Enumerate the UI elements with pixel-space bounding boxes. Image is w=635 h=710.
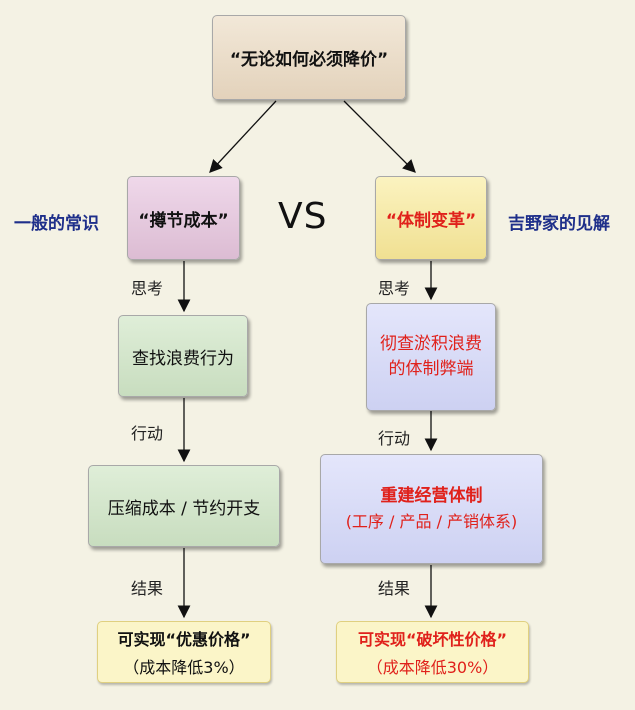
left-result-label: 结果 bbox=[131, 579, 164, 598]
left-side-label: 一般的常识 bbox=[14, 214, 99, 234]
right-action-box: 重建经营体制 (工序 / 产品 / 产销体系) bbox=[320, 454, 543, 564]
left-think-box: 查找浪费行为 bbox=[118, 315, 248, 397]
left-result-prefix: 可实现 bbox=[117, 630, 166, 649]
right-think-box: 彻查淤积浪费 的体制弊端 bbox=[366, 303, 496, 411]
left-result-sub: （成本降低3%） bbox=[123, 658, 245, 677]
right-result-highlight: “破坏性价格” bbox=[405, 630, 508, 649]
left-action-label: 行动 bbox=[131, 424, 164, 443]
right-action-line2: (工序 / 产品 / 产销体系) bbox=[345, 511, 518, 531]
arrow-top-to-right bbox=[343, 100, 416, 173]
left-action-box: 压缩成本 / 节约开支 bbox=[88, 465, 280, 547]
left-result-line1: 可实现“优惠价格” bbox=[117, 626, 250, 650]
right-action-line1: 重建经营体制 bbox=[380, 486, 483, 507]
right-result-label: 结果 bbox=[378, 579, 411, 598]
left-action-text: 压缩成本 / 节约开支 bbox=[107, 498, 261, 519]
right-think-line2: 的体制弊端 bbox=[388, 359, 474, 379]
left-think-text: 查找浪费行为 bbox=[132, 348, 234, 369]
right-approach-box: “体制变革” bbox=[375, 176, 487, 260]
right-result-sub: （成本降低30%） bbox=[366, 658, 499, 677]
right-result-prefix: 可实现 bbox=[357, 630, 406, 649]
right-result-box: 可实现“破坏性价格” （成本降低30%） bbox=[336, 621, 529, 683]
left-think-label: 思考 bbox=[131, 279, 164, 298]
left-approach-text: “撙节成本” bbox=[138, 210, 229, 231]
right-think-label: 思考 bbox=[378, 279, 411, 298]
vs-label: VS bbox=[278, 196, 328, 237]
right-side-label: 吉野家的见解 bbox=[508, 214, 610, 234]
top-goal-text: “无论如何必须降价” bbox=[229, 50, 389, 70]
arrow-top-to-left bbox=[209, 100, 277, 173]
right-approach-text: “体制变革” bbox=[385, 210, 477, 231]
right-result-line1: 可实现“破坏性价格” bbox=[358, 626, 507, 650]
right-action-label: 行动 bbox=[378, 429, 411, 448]
left-approach-box: “撙节成本” bbox=[127, 176, 240, 260]
left-result-box: 可实现“优惠价格” （成本降低3%） bbox=[97, 621, 271, 683]
left-result-highlight: “优惠价格” bbox=[165, 630, 251, 649]
right-think-line1: 彻查淤积浪费 bbox=[380, 334, 482, 355]
top-goal-box: “无论如何必须降价” bbox=[212, 15, 406, 100]
